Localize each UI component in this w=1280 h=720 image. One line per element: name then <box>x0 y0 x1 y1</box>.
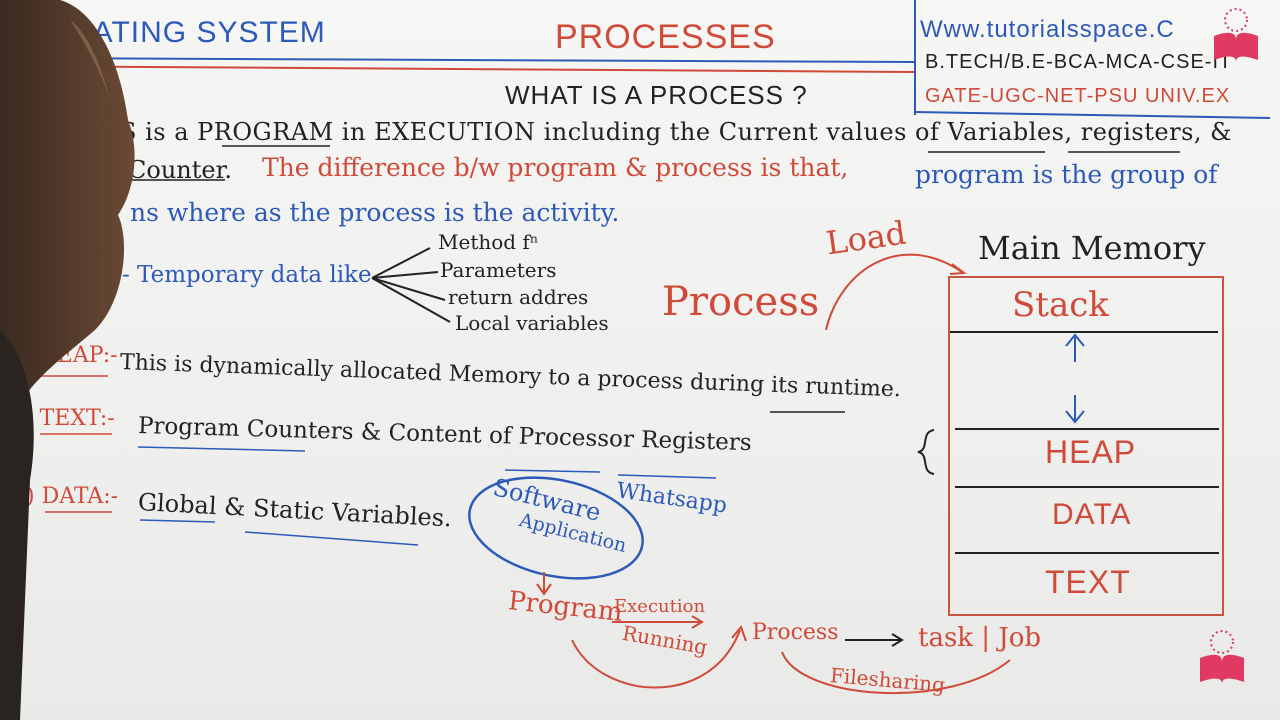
memory-divider-1 <box>950 331 1218 333</box>
memory-heap: HEAP <box>1045 434 1137 470</box>
definition-line-1: S is a PROGRAM in EXECUTION including th… <box>120 118 1233 146</box>
definition-activity: ns where as the process is the activity. <box>130 198 620 227</box>
memory-divider-4 <box>955 552 1219 554</box>
memory-stack: Stack <box>1012 285 1109 325</box>
tutorialsspace-logo-icon <box>1214 8 1258 62</box>
execution-word: Execution <box>614 596 706 617</box>
main-memory-title: Main Memory <box>978 229 1206 267</box>
definition-difference: The difference b/w program & process is … <box>262 153 849 182</box>
stack-label: - Temporary data like <box>122 262 372 288</box>
memory-box <box>948 276 1224 616</box>
section-heading: WHAT IS A PROCESS ? <box>505 80 808 110</box>
page-title: PROCESSES <box>555 18 776 56</box>
definition-program-group: program is the group of <box>915 160 1218 189</box>
memory-divider-2 <box>955 428 1219 430</box>
website-text: Www.tutorialsspace.C <box>920 16 1175 43</box>
presenter-silhouette <box>0 0 135 720</box>
text-label: 3) TEXT:- <box>10 406 115 431</box>
memory-divider-3 <box>955 486 1219 488</box>
load-word: Load <box>823 213 909 263</box>
tutorialsspace-logo-bottom-icon <box>1200 630 1244 684</box>
courses-text: B.TECH/B.E-BCA-MCA-CSE-IT <box>925 51 1233 73</box>
task-job-word: task | Job <box>918 623 1042 653</box>
process-word: Process <box>662 279 820 325</box>
stack-item-return: return addres <box>448 285 589 309</box>
data-label: 4) DATA:- <box>12 484 119 509</box>
stack-item-parameters: Parameters <box>440 258 557 282</box>
process-flow-word: Process <box>752 620 839 645</box>
definition-counter: Counter. <box>128 156 233 184</box>
memory-data: DATA <box>1052 498 1132 531</box>
stack-item-method: Method fⁿ <box>438 230 539 254</box>
exams-text: GATE-UGC-NET-PSU UNIV.EX <box>925 85 1231 107</box>
stack-item-local: Local variables <box>455 311 609 335</box>
course-name: RATING SYSTEM <box>70 16 326 49</box>
memory-text: TEXT <box>1045 564 1131 600</box>
